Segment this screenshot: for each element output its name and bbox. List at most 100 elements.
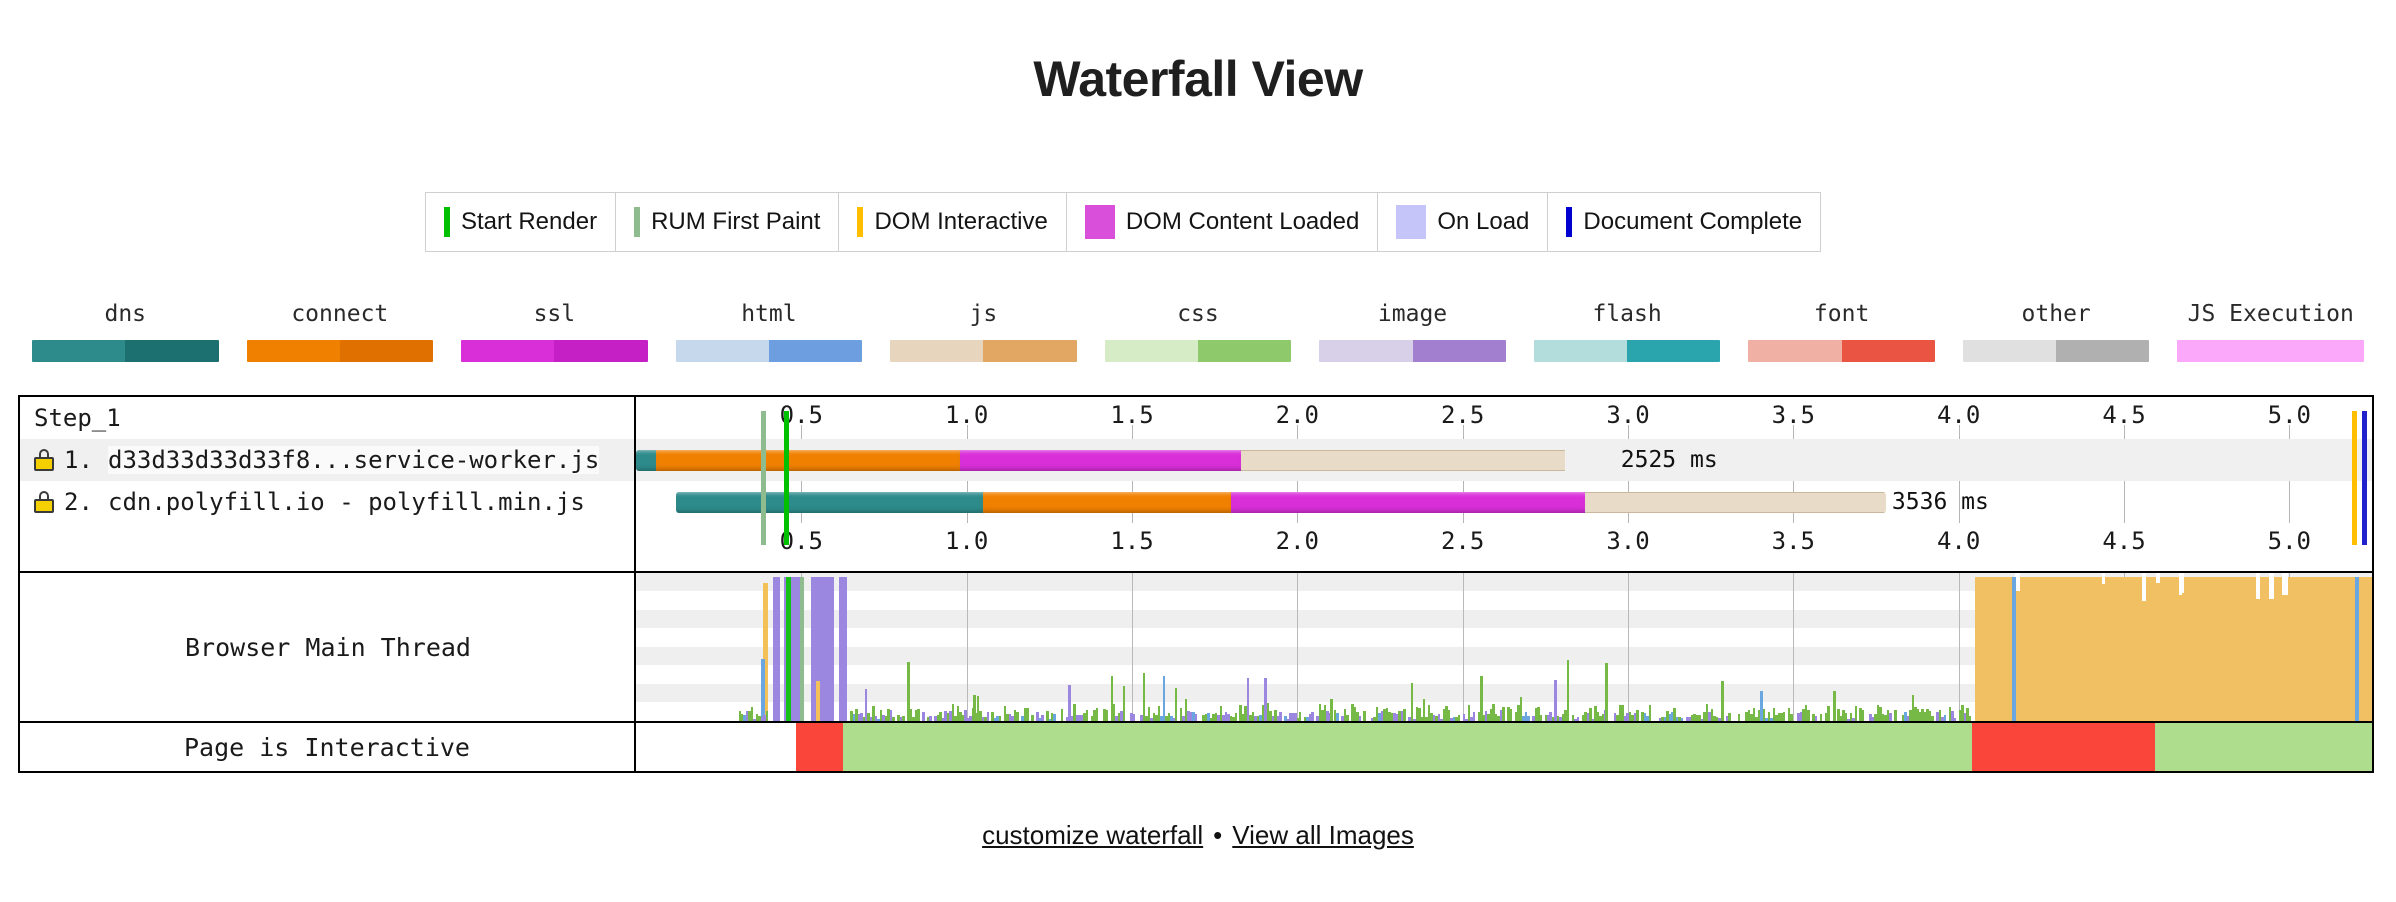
cpu-spike (1874, 714, 1877, 721)
cpu-spike (750, 707, 754, 721)
cpu-spike (1581, 715, 1585, 721)
cpu-notch (2102, 573, 2106, 585)
request-duration-label: 3536 ms (1891, 489, 1989, 515)
cpu-spike (1842, 710, 1845, 721)
cpu-spike (1363, 711, 1366, 721)
cpu-spike-layout (839, 577, 847, 721)
cpu-spike (755, 713, 759, 721)
cpu-spike (996, 715, 999, 721)
request-url[interactable]: d33d33d33d33f8...service-worker.js (108, 446, 600, 474)
cpu-spike (1023, 707, 1027, 721)
cpu-spike (1909, 710, 1912, 721)
cpu-spike (1390, 712, 1394, 721)
legend-item-dom-content-loaded: DOM Content Loaded (1067, 193, 1379, 251)
cpu-spike (1095, 708, 1099, 721)
request-label-row[interactable]: 1.d33d33d33d33f8...service-worker.js (20, 439, 634, 481)
cpu-spike (1093, 709, 1096, 721)
cpu-spike (1440, 718, 1443, 721)
cpu-spike (745, 710, 749, 721)
cpu-spike-layout (791, 577, 802, 721)
request-label-row[interactable]: 2.cdn.polyfill.io - polyfill.min.js (20, 481, 634, 523)
cpu-spike (1539, 714, 1543, 721)
cpu-spike (1053, 713, 1056, 721)
cpu-spike (1050, 713, 1054, 721)
cpu-spike (1234, 713, 1237, 721)
cpu-spike-loading (2011, 577, 2016, 721)
cpu-gridline (1793, 573, 1795, 721)
cpu-spike (1209, 717, 1213, 721)
cpu-spike (1527, 715, 1530, 721)
cpu-spike (1894, 710, 1897, 721)
axis-tick-label: 1.0 (944, 401, 989, 429)
cpu-spike (1827, 706, 1830, 721)
cpu-spike (1373, 717, 1376, 721)
cpu-spike (1708, 712, 1711, 721)
cpu-spike (1755, 717, 1758, 721)
cpu-spike (1839, 716, 1843, 721)
cpu-spike (1298, 711, 1302, 721)
cpu-spike (1517, 704, 1520, 721)
cpu-spike (1519, 696, 1523, 721)
request-bar-row[interactable]: 2525 ms (636, 439, 2372, 481)
cpu-spike (869, 717, 873, 721)
cpu-spike (1393, 713, 1396, 721)
cpu-spike (1112, 704, 1116, 721)
cpu-spike (740, 713, 744, 721)
cpu-spike (1274, 709, 1277, 721)
cpu-spike (1083, 712, 1086, 721)
cpu-spike (1160, 716, 1163, 721)
cpu-spike (1921, 708, 1924, 721)
cpu-spike (1584, 712, 1587, 721)
cpu-spike (1537, 706, 1540, 721)
axis-tick-label: 2.5 (1440, 401, 1485, 429)
cpu-spike (1286, 718, 1290, 721)
cpu-spike (1889, 712, 1892, 721)
type-key-swatch (1319, 340, 1506, 362)
cpu-spike (1452, 716, 1456, 721)
cpu-spike (1636, 710, 1639, 721)
request-url[interactable]: cdn.polyfill.io - polyfill.min.js (108, 488, 585, 516)
cpu-spike (1202, 715, 1205, 721)
cpu-spike (879, 709, 883, 721)
cpu-spike (1284, 716, 1287, 721)
cpu-spike (1306, 716, 1309, 721)
cpu-spike (1398, 710, 1401, 721)
cpu-spike (976, 696, 980, 721)
cpu-spike (993, 718, 997, 721)
request-bar[interactable] (636, 450, 1615, 471)
customize-waterfall-link[interactable]: customize waterfall (982, 820, 1204, 850)
axis-tick-label: 4.0 (1936, 527, 1981, 555)
cpu-spike (864, 689, 868, 721)
cpu-spike (855, 709, 858, 721)
cpu-spike (1780, 712, 1783, 721)
request-bar[interactable] (675, 492, 1886, 513)
cpu-spike (1641, 711, 1644, 721)
cpu-spike (1447, 709, 1451, 721)
cpu-spike (897, 715, 900, 721)
cpu-spike (1675, 717, 1679, 721)
type-key-dns: dns (18, 300, 233, 362)
cpu-spike (1966, 707, 1969, 721)
request-duration-label: 2525 ms (1620, 447, 1718, 473)
legend-item-rum-first-paint: RUM First Paint (616, 193, 840, 251)
request-bar-row[interactable]: 3536 ms (636, 481, 2372, 523)
cpu-spike (922, 711, 925, 721)
view-all-images-link[interactable]: View all Images (1232, 820, 1414, 850)
cpu-spike (1564, 709, 1567, 721)
cpu-spike (1336, 713, 1339, 721)
cpu-spike (1232, 717, 1235, 721)
cpu-spike (969, 716, 972, 721)
cpu-spike (917, 708, 920, 721)
axis-tick-label: 4.0 (1936, 401, 1981, 429)
cpu-spike (1509, 709, 1513, 721)
type-key-other: other (1949, 300, 2164, 362)
type-key-swatch (461, 340, 648, 362)
cpu-spike (1725, 715, 1729, 721)
cpu-spike (1378, 712, 1381, 721)
cpu-gridline (1958, 573, 1960, 721)
type-key-label: font (1813, 301, 1870, 327)
cpu-spike-painting (973, 695, 977, 721)
cpu-spike (1561, 713, 1565, 721)
cpu-spike (1073, 704, 1076, 721)
type-key-swatch (1104, 340, 1292, 362)
